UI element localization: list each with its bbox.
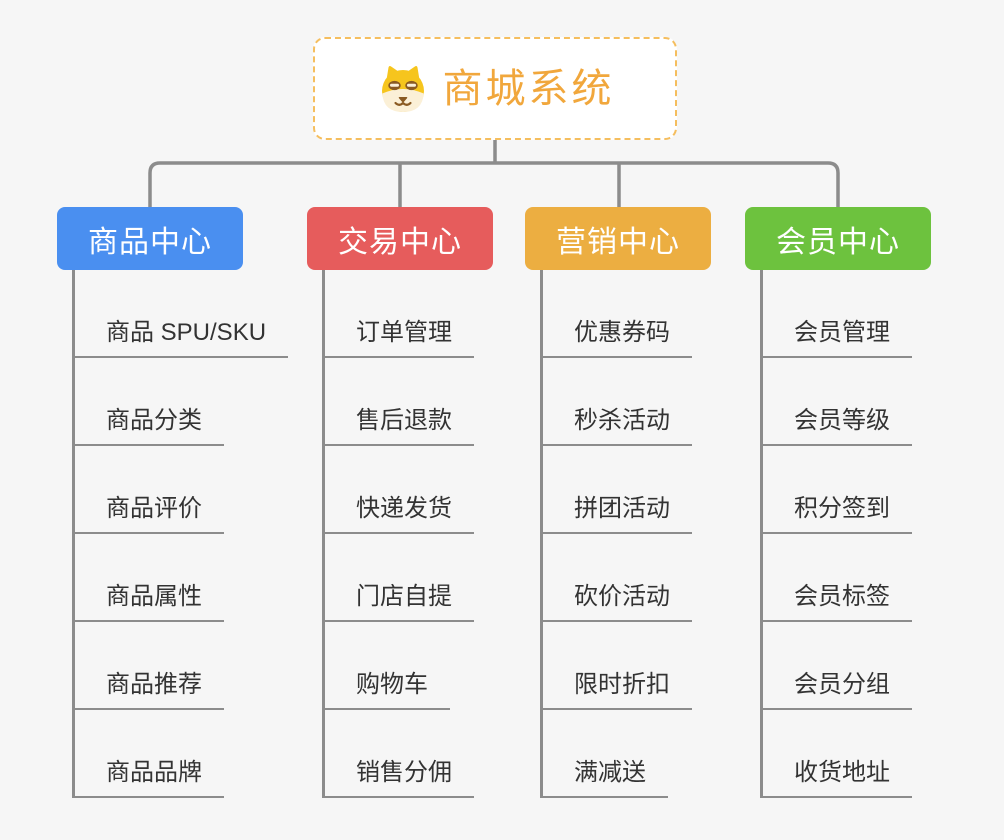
leaf-node[interactable]: 售后退款 <box>323 407 474 446</box>
leaf-node[interactable]: 会员管理 <box>761 319 912 358</box>
leaf-node[interactable]: 商品 SPU/SKU <box>73 319 289 358</box>
branch-leaves: 商品 SPU/SKU 商品分类 商品评价 商品属性 商品推荐 商品品牌 <box>73 270 289 798</box>
leaf-node[interactable]: 拼团活动 <box>541 495 692 534</box>
leaf-row: 门店自提 <box>323 534 474 622</box>
leaf-row: 商品品牌 <box>73 710 288 798</box>
branch-member-center: 会员中心 会员管理 会员等级 积分签到 会员标签 会员分组 收货地址 <box>745 207 931 798</box>
leaf-row: 优惠券码 <box>541 270 692 358</box>
leaf-row: 商品评价 <box>73 446 288 534</box>
leaf-node[interactable]: 快递发货 <box>323 495 474 534</box>
leaf-row: 售后退款 <box>323 358 474 446</box>
leaf-node[interactable]: 优惠券码 <box>541 319 692 358</box>
leaf-node[interactable]: 收货地址 <box>761 759 912 798</box>
root-node[interactable]: 商城系统 <box>313 37 677 140</box>
leaf-node[interactable]: 商品属性 <box>73 583 224 622</box>
leaf-node[interactable]: 秒杀活动 <box>541 407 692 446</box>
leaf-row: 订单管理 <box>323 270 474 358</box>
leaf-row: 会员标签 <box>761 534 912 622</box>
leaf-node[interactable]: 限时折扣 <box>541 671 692 710</box>
leaf-row: 会员分组 <box>761 622 912 710</box>
branch-leaves: 会员管理 会员等级 积分签到 会员标签 会员分组 收货地址 <box>761 270 912 798</box>
branch-marketing-center: 营销中心 优惠券码 秒杀活动 拼团活动 砍价活动 限时折扣 满减送 <box>525 207 711 798</box>
leaf-row: 销售分佣 <box>323 710 474 798</box>
leaf-node[interactable]: 满减送 <box>541 759 668 798</box>
branch-leaves: 优惠券码 秒杀活动 拼团活动 砍价活动 限时折扣 满减送 <box>541 270 692 798</box>
leaf-node[interactable]: 订单管理 <box>323 319 474 358</box>
branch-trunk-line <box>322 270 325 798</box>
leaf-node[interactable]: 门店自提 <box>323 583 474 622</box>
leaf-row: 限时折扣 <box>541 622 692 710</box>
leaf-node[interactable]: 会员分组 <box>761 671 912 710</box>
branch-header-product-center[interactable]: 商品中心 <box>57 207 243 270</box>
leaf-node[interactable]: 商品评价 <box>73 495 224 534</box>
leaf-node[interactable]: 砍价活动 <box>541 583 692 622</box>
root-label: 商城系统 <box>442 66 615 111</box>
branch-trade-center: 交易中心 订单管理 售后退款 快递发货 门店自提 购物车 销售分佣 <box>307 207 493 798</box>
leaf-node[interactable]: 销售分佣 <box>323 759 474 798</box>
leaf-row: 秒杀活动 <box>541 358 692 446</box>
leaf-row: 购物车 <box>323 622 474 710</box>
branch-product-center: 商品中心 商品 SPU/SKU 商品分类 商品评价 商品属性 商品推荐 商品品牌 <box>57 207 289 798</box>
leaf-node[interactable]: 会员等级 <box>761 407 912 446</box>
leaf-row: 收货地址 <box>761 710 912 798</box>
branch-header-marketing-center[interactable]: 营销中心 <box>525 207 711 270</box>
branch-header-member-center[interactable]: 会员中心 <box>745 207 931 270</box>
leaf-row: 满减送 <box>541 710 692 798</box>
branch-header-trade-center[interactable]: 交易中心 <box>307 207 493 270</box>
leaf-row: 商品分类 <box>73 358 288 446</box>
leaf-row: 会员管理 <box>761 270 912 358</box>
leaf-row: 积分签到 <box>761 446 912 534</box>
leaf-node[interactable]: 会员标签 <box>761 583 912 622</box>
branch-trunk-line <box>760 270 763 798</box>
branch-trunk-line <box>540 270 543 798</box>
leaf-node[interactable]: 商品品牌 <box>73 759 224 798</box>
leaf-row: 商品属性 <box>73 534 288 622</box>
dog-face-icon <box>376 62 430 116</box>
leaf-row: 商品推荐 <box>73 622 288 710</box>
leaf-row: 砍价活动 <box>541 534 692 622</box>
branch-leaves: 订单管理 售后退款 快递发货 门店自提 购物车 销售分佣 <box>323 270 474 798</box>
leaf-node[interactable]: 商品推荐 <box>73 671 224 710</box>
leaf-node[interactable]: 积分签到 <box>761 495 912 534</box>
branch-trunk-line <box>72 270 75 798</box>
leaf-node[interactable]: 购物车 <box>323 671 450 710</box>
leaf-row: 快递发货 <box>323 446 474 534</box>
leaf-row: 商品 SPU/SKU <box>73 270 289 358</box>
leaf-row: 会员等级 <box>761 358 912 446</box>
leaf-node[interactable]: 商品分类 <box>73 407 224 446</box>
leaf-row: 拼团活动 <box>541 446 692 534</box>
tree-connector-lines <box>148 140 840 207</box>
